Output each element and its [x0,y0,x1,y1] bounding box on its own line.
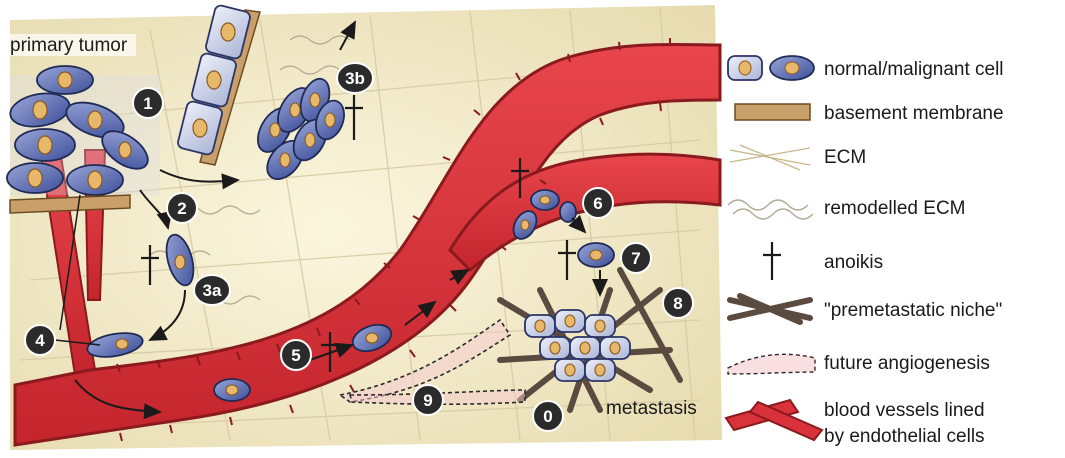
step-badge-1: 1 [133,88,163,118]
legend-item-future-angiogenesis: future angiogenesis [728,353,990,374]
step-badge-0: 0 [533,401,563,431]
step-badge-7: 7 [621,243,651,273]
legend-item-blood-vessels: blood vessels lined by endothelial cells [726,400,985,447]
primary-tumor [7,66,160,213]
step-badge-3a: 3a [194,275,230,305]
svg-text:0: 0 [543,407,552,426]
step-badge-4: 4 [25,325,55,355]
primary-tumor-label: primary tumor [10,35,128,56]
legend-item-cells: normal/malignant cell [728,56,1004,80]
svg-text:3b: 3b [345,69,365,88]
svg-text:anoikis: anoikis [824,252,883,273]
svg-text:1: 1 [143,94,152,113]
legend-item-remodelled-ecm: remodelled ECM [728,198,966,219]
svg-text:4: 4 [35,331,45,350]
step-badge-5: 5 [281,340,311,370]
svg-text:9: 9 [423,391,432,410]
legend-item-premetastatic-niche: "premetastatic niche" [730,296,1002,322]
svg-text:ECM: ECM [824,147,866,168]
svg-text:8: 8 [673,294,682,313]
svg-text:3a: 3a [203,281,222,300]
svg-text:2: 2 [177,199,186,218]
svg-text:6: 6 [593,194,602,213]
svg-text:remodelled ECM: remodelled ECM [824,198,966,219]
svg-text:"premetastatic niche": "premetastatic niche" [824,300,1002,321]
svg-text:7: 7 [631,249,640,268]
svg-text:blood vessels lined: blood vessels lined [824,400,985,421]
step-badge-9: 9 [413,385,443,415]
step-badge-6: 6 [583,188,613,218]
step-badge-3b: 3b [337,63,373,93]
metastasis-label: metastasis [606,398,697,419]
svg-text:by endothelial cells: by endothelial cells [824,426,985,447]
svg-text:future angiogenesis: future angiogenesis [824,353,990,374]
step-badge-8: 8 [663,288,693,318]
step-badge-2: 2 [167,193,197,223]
legend-item-anoikis: anoikis [763,242,883,280]
legend: normal/malignant cell basement membrane … [726,56,1004,447]
svg-text:basement membrane: basement membrane [824,103,1004,124]
svg-text:5: 5 [291,346,300,365]
legend-item-ecm: ECM [730,145,866,170]
svg-text:normal/malignant cell: normal/malignant cell [824,59,1004,80]
legend-item-basement-membrane: basement membrane [735,103,1004,124]
